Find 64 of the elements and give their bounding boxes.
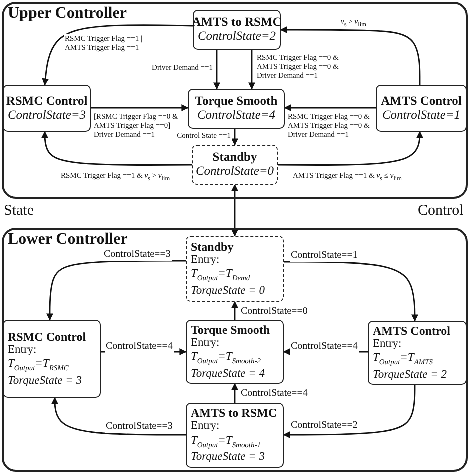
panel-title: Upper Controller xyxy=(8,5,127,23)
state-box xyxy=(186,320,284,384)
entry-label: Entry: xyxy=(8,344,37,356)
entry-formula: T$_{Output}$=T$_{Demd}$ xyxy=(191,268,250,283)
entry-formula: TorqueState = 3 xyxy=(191,451,265,464)
state-box xyxy=(3,85,91,132)
arrow xyxy=(280,26,421,85)
state-box xyxy=(188,89,285,129)
arrow xyxy=(91,104,189,112)
arrow xyxy=(214,50,220,90)
edge-label: ControlState==1 xyxy=(290,250,359,262)
section-label: State xyxy=(4,203,34,220)
entry-label: Entry: xyxy=(191,254,220,266)
state-box xyxy=(186,403,284,468)
state-value: ControlState=1 xyxy=(382,108,461,122)
state-name: AMTS Control xyxy=(381,94,462,108)
entry-formula: TorqueState = 0 xyxy=(191,284,265,298)
entry-formula: T$_{Output}$=T$_{AMTS}$ xyxy=(373,352,433,367)
arrow xyxy=(248,50,256,90)
state-box xyxy=(368,321,467,385)
panel-title: Lower Controller xyxy=(8,231,128,249)
arrow xyxy=(284,261,418,322)
arrow xyxy=(232,301,238,320)
edge-label: ControlState==2 xyxy=(290,420,359,432)
state-name: AMTS to RSMC xyxy=(191,407,277,420)
entry-formula: T$_{Output}$=T$_{RSMC}$ xyxy=(8,358,69,373)
state-name: Standby xyxy=(212,151,258,165)
entry-label: Entry: xyxy=(191,336,220,350)
state-name: AMTS Control xyxy=(373,324,450,338)
entry-formula: T$_{Output}$=T$_{Smooth-2}$ xyxy=(191,351,261,366)
state-value: ControlState=3 xyxy=(8,108,86,122)
state-name: RSMC Control xyxy=(6,94,88,108)
arrow xyxy=(232,383,238,403)
state-value: ControlState=4 xyxy=(197,109,276,123)
entry-label: Entry: xyxy=(191,420,220,433)
arrow xyxy=(52,397,186,436)
entry-formula: T$_{Output}$=T$_{Smooth-1}$ xyxy=(191,434,261,450)
entry-label: Entry: xyxy=(373,338,402,350)
entry-formula: TorqueState = 2 xyxy=(373,368,447,382)
edge-label: ControlState==4 xyxy=(105,341,174,353)
state-name: Torque Smooth xyxy=(191,324,270,337)
edge-label: ControlState==4 xyxy=(290,341,359,353)
section-label: Control xyxy=(418,203,464,220)
state-name: Standby xyxy=(191,240,234,254)
entry-formula: TorqueState = 3 xyxy=(8,374,82,388)
arrow xyxy=(232,184,238,237)
arrow xyxy=(283,385,416,438)
arrow xyxy=(46,260,186,321)
edge-label: ControlState==3 xyxy=(103,249,172,261)
arrow xyxy=(42,24,194,86)
state-name: RSMC Control xyxy=(8,330,86,344)
state-box xyxy=(3,320,101,398)
state-value: ControlState=0 xyxy=(196,165,274,179)
arrow xyxy=(278,131,424,166)
state-value: ControlState=2 xyxy=(198,30,276,44)
entry-formula: TorqueState = 4 xyxy=(191,368,265,380)
arrow xyxy=(284,104,376,112)
state-box xyxy=(192,145,278,185)
edge-label: ControlState==3 xyxy=(105,421,174,433)
state-name: Torque Smooth xyxy=(195,95,278,109)
state-box xyxy=(186,236,284,302)
arrow xyxy=(42,131,192,166)
arrow xyxy=(232,129,238,146)
state-box xyxy=(376,85,467,132)
